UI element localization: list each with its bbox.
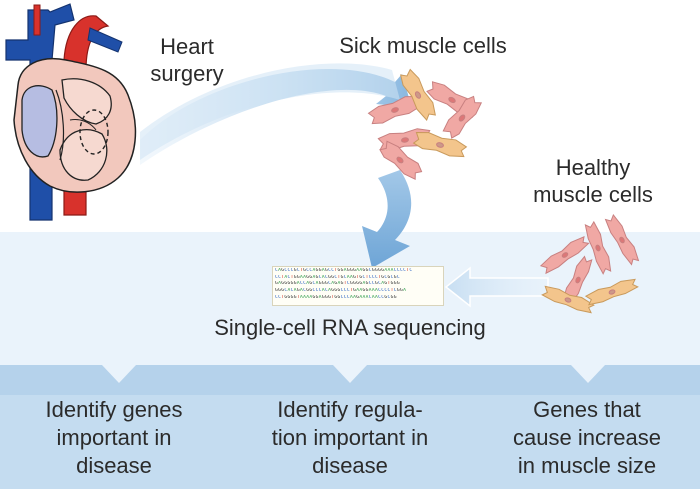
outcome-pointer-3 [571, 365, 605, 383]
healthy-cells-illustration [539, 213, 640, 314]
outcome-pointer-2 [333, 365, 367, 383]
sequence-line: CCTGGGGTAAAAGGAGGGTGGCCCAAGAAACAACCGCGG [275, 294, 397, 300]
outcome-identify-regulation: Identify regula- tion important in disea… [271, 397, 429, 479]
healthy-to-sequencing-arrow [444, 266, 549, 308]
outcome-identify-genes: Identify genes important in disease [45, 397, 183, 479]
sick-cells-label: Sick muscle cells [339, 33, 507, 58]
heart-surgery-label: Heart surgery [150, 34, 224, 86]
sequence-line: CAGCCCGCTGCCAGGAGCCTGGAGGGAAGGCGGGGAAACC… [275, 268, 413, 273]
sick-cells-illustration [367, 68, 483, 181]
cells-to-sequencing-arrow [362, 170, 412, 268]
sequence-readout: CAGCCCGCTGCCAGGAGCCTGGAGGGAAGGCGGGGAAACC… [272, 266, 444, 306]
sequence-line: GGGCACAGACGGCCCACAGGGCCCTGAAGGAAACCCCTCG… [275, 288, 407, 294]
outcome-muscle-size: Genes that cause increase in muscle size [513, 397, 661, 479]
healthy-cells-label: Healthy muscle cells [533, 155, 653, 207]
outcome-pointer-1 [102, 365, 136, 383]
sequence-line: GAGGGGGACCAGCAGGGCAGAGTCGGGGAGCCGCAGTGGG [275, 281, 400, 287]
sequence-line: CCTACTGGAAGGAGCACGGCTGCAAGTGCTCCCTGCGCGC [275, 274, 400, 280]
sequencing-label: Single-cell RNA sequencing [214, 315, 486, 340]
surgery-arrow-band [140, 63, 400, 160]
heart-illustration [5, 3, 137, 221]
